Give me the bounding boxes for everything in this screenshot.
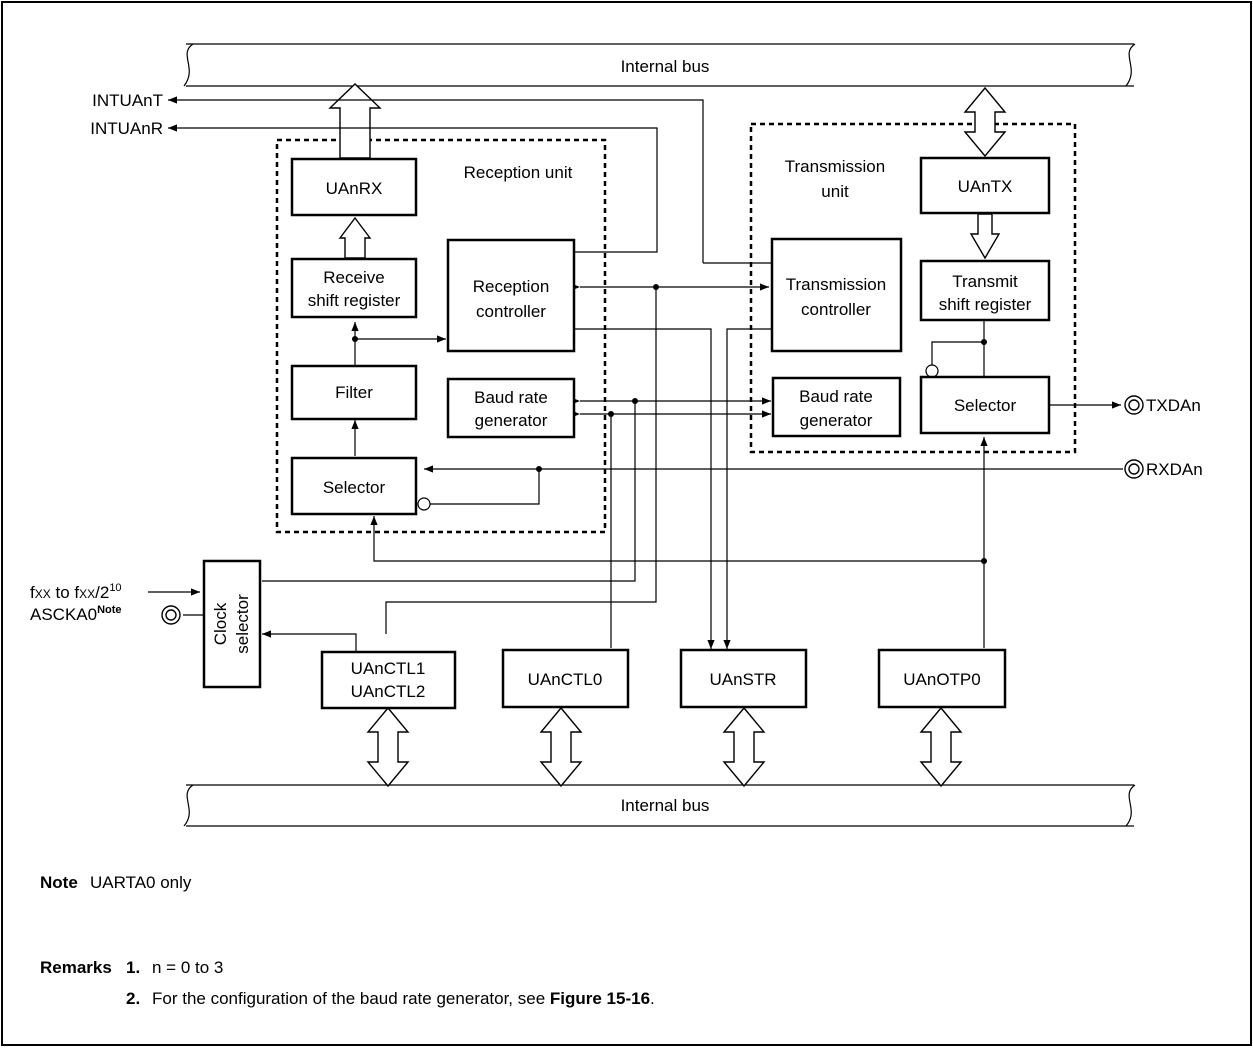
block-transmission-controller: Transmission controller	[770, 237, 903, 353]
label-intuant: INTUAnT	[92, 91, 163, 110]
arrow-uanctl0-bus	[539, 706, 583, 788]
internal-bus-bottom-label: Internal bus	[621, 796, 710, 815]
svg-text:UAnCTL2: UAnCTL2	[351, 682, 426, 701]
block-baud-rate-generator-rx: Baud rate generator	[446, 377, 576, 439]
svg-text:shift register: shift register	[939, 295, 1032, 314]
svg-text:Filter: Filter	[335, 383, 373, 402]
svg-text:controller: controller	[476, 302, 546, 321]
svg-text:UAnOTP0: UAnOTP0	[903, 670, 980, 689]
svg-text:Reception: Reception	[473, 277, 550, 296]
label-fxx-range: fXX to fXX/210	[30, 582, 122, 602]
transmission-unit-region	[749, 122, 1077, 454]
block-uanstr: UAnSTR	[679, 648, 808, 709]
svg-text:UAnCTL1: UAnCTL1	[351, 659, 426, 678]
internal-bus-top: Internal bus	[183, 43, 1136, 87]
svg-text:Baud rate: Baud rate	[474, 388, 548, 407]
remark1-text: n = 0 to 3	[152, 958, 223, 977]
svg-text:Baud rate: Baud rate	[799, 387, 873, 406]
svg-text:generator: generator	[475, 411, 548, 430]
label-intuanr: INTUAnR	[90, 119, 163, 138]
arrow-bus-uantx-bidirectional	[963, 86, 1007, 158]
block-uanctl0: UAnCTL0	[501, 648, 630, 709]
reception-unit-label: Reception unit	[464, 163, 573, 182]
svg-text:Transmit: Transmit	[952, 272, 1018, 291]
remark2-text: For the configuration of the baud rate g…	[152, 989, 655, 1008]
block-uanrx: UAnRX	[290, 157, 418, 217]
label-txdan: TXDAn	[1146, 396, 1201, 415]
pin-ascka0	[161, 605, 181, 625]
svg-text:Selector: Selector	[323, 478, 386, 497]
pin-txdan	[1124, 395, 1144, 415]
block-transmit-shift-register: Transmit shift register	[919, 259, 1051, 322]
internal-bus-bottom: Internal bus	[183, 784, 1136, 827]
invert-bubble-selector-rx	[417, 497, 431, 511]
remark1-number: 1.	[126, 958, 140, 977]
block-selector-tx: Selector	[919, 375, 1051, 435]
svg-text:generator: generator	[800, 411, 873, 430]
label-ascka0: ASCKA0Note	[30, 604, 122, 624]
remarks-label: Remarks	[40, 958, 112, 977]
svg-text:Clock: Clock	[211, 602, 230, 645]
svg-text:UAnTX: UAnTX	[958, 177, 1013, 196]
block-reception-controller: Reception controller	[446, 238, 576, 353]
arrow-uanotp0-bus	[919, 706, 963, 788]
arrow-uantx-to-shift	[969, 213, 1001, 260]
arrow-uanrx-to-bus	[328, 83, 382, 159]
transmission-unit-label-line2: unit	[821, 182, 849, 201]
svg-text:UAnSTR: UAnSTR	[709, 670, 776, 689]
junction-dots	[352, 284, 987, 564]
block-filter: Filter	[290, 364, 418, 421]
block-uantx: UAnTX	[919, 156, 1051, 215]
reception-unit-region	[275, 138, 607, 534]
svg-text:selector: selector	[233, 594, 252, 654]
svg-text:UAnRX: UAnRX	[326, 179, 383, 198]
svg-text:shift register: shift register	[308, 291, 401, 310]
svg-text:UAnCTL0: UAnCTL0	[528, 670, 603, 689]
arrow-shift-to-uanrx	[338, 216, 372, 259]
transmission-unit-label-line1: Transmission	[785, 157, 885, 176]
invert-bubble-selector-tx	[925, 364, 939, 378]
label-rxdan: RXDAn	[1146, 460, 1203, 479]
block-uanotp0: UAnOTP0	[877, 648, 1007, 709]
svg-text:Receive: Receive	[323, 268, 384, 287]
block-selector-rx: Selector	[290, 456, 418, 516]
block-clock-selector: Clock selector	[202, 559, 262, 689]
figure-reference-link: Figure 15-16	[550, 989, 650, 1008]
arrow-uanstr-bus	[722, 706, 766, 788]
block-receive-shift-register: Receive shift register	[290, 257, 418, 319]
svg-text:controller: controller	[801, 300, 871, 319]
pin-rxdan	[1124, 459, 1144, 479]
internal-bus-top-label: Internal bus	[621, 57, 710, 76]
block-uanctl12: UAnCTL1 UAnCTL2	[320, 650, 457, 710]
svg-text:Transmission: Transmission	[786, 275, 886, 294]
svg-text:Selector: Selector	[954, 396, 1017, 415]
block-baud-rate-generator-tx: Baud rate generator	[771, 376, 902, 438]
arrow-uanctl12-bus	[366, 706, 410, 788]
remark2-number: 2.	[126, 989, 140, 1008]
